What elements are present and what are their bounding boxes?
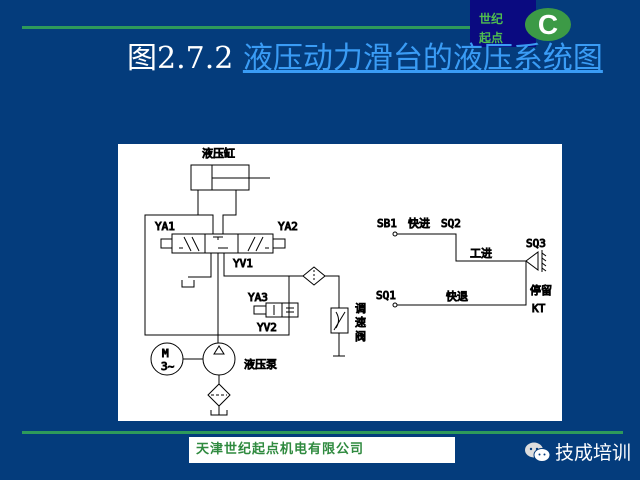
label-sq3: SQ3 — [526, 237, 546, 250]
cylinder-label: 液压缸 — [202, 146, 235, 160]
tank-icon — [181, 280, 195, 288]
bottom-divider — [22, 431, 623, 434]
top-divider — [22, 26, 470, 29]
logo-text-2: 起点 — [479, 31, 504, 45]
speed-valve-icon — [330, 307, 349, 334]
label-ya2: YA2 — [278, 220, 298, 233]
label-ya1: YA1 — [155, 220, 175, 233]
speed-valve-label-1: 调 — [355, 302, 366, 315]
motor-label: M — [162, 347, 169, 360]
cylinder — [190, 164, 270, 191]
pipes — [144, 190, 345, 357]
label-work-feed: 工进 — [470, 247, 492, 260]
slide-title: 图2.7.2 液压动力滑台的液压系统图 — [127, 38, 607, 80]
hydraulic-diagram: 液压缸 YA1 YA2 YV1 — [118, 144, 562, 421]
logo-c-icon: C — [525, 8, 571, 41]
label-sq1: SQ1 — [376, 289, 396, 302]
label-fast-forward: 快进 — [408, 217, 430, 230]
label-kt: KT — [532, 302, 546, 315]
filter-icon — [302, 266, 326, 286]
pump-icon — [202, 342, 236, 416]
label-ya3: YA3 — [248, 291, 268, 304]
directional-valve-yv1 — [160, 233, 286, 254]
motor-phase: 3~ — [161, 360, 175, 373]
label-sb1: SB1 — [377, 217, 397, 230]
label-sq2: SQ2 — [441, 217, 461, 230]
speed-valve-label-2: 速 — [355, 316, 366, 329]
logo-text-1: 世纪 — [479, 12, 504, 26]
label-yv2: YV2 — [257, 321, 277, 334]
cycle-diagram — [392, 231, 547, 308]
label-dwell: 停留 — [530, 283, 552, 297]
label-fast-return: 快退 — [446, 290, 468, 303]
pump-label: 液压泵 — [244, 357, 277, 371]
label-yv1: YV1 — [233, 257, 253, 270]
speed-valve-label-3: 阀 — [355, 329, 366, 343]
title-link[interactable]: 液压动力滑台的液压系统图 — [242, 41, 603, 76]
title-prefix: 图2.7.2 — [127, 41, 243, 76]
wechat-account-name: 技成培训 — [555, 442, 632, 464]
wechat-badge: 技成培训 — [525, 438, 631, 465]
company-name: 天津世纪起点机电有限公司 — [189, 437, 455, 463]
valve-yv2 — [253, 302, 299, 318]
wechat-icon — [525, 442, 551, 462]
motor-icon — [150, 342, 203, 376]
